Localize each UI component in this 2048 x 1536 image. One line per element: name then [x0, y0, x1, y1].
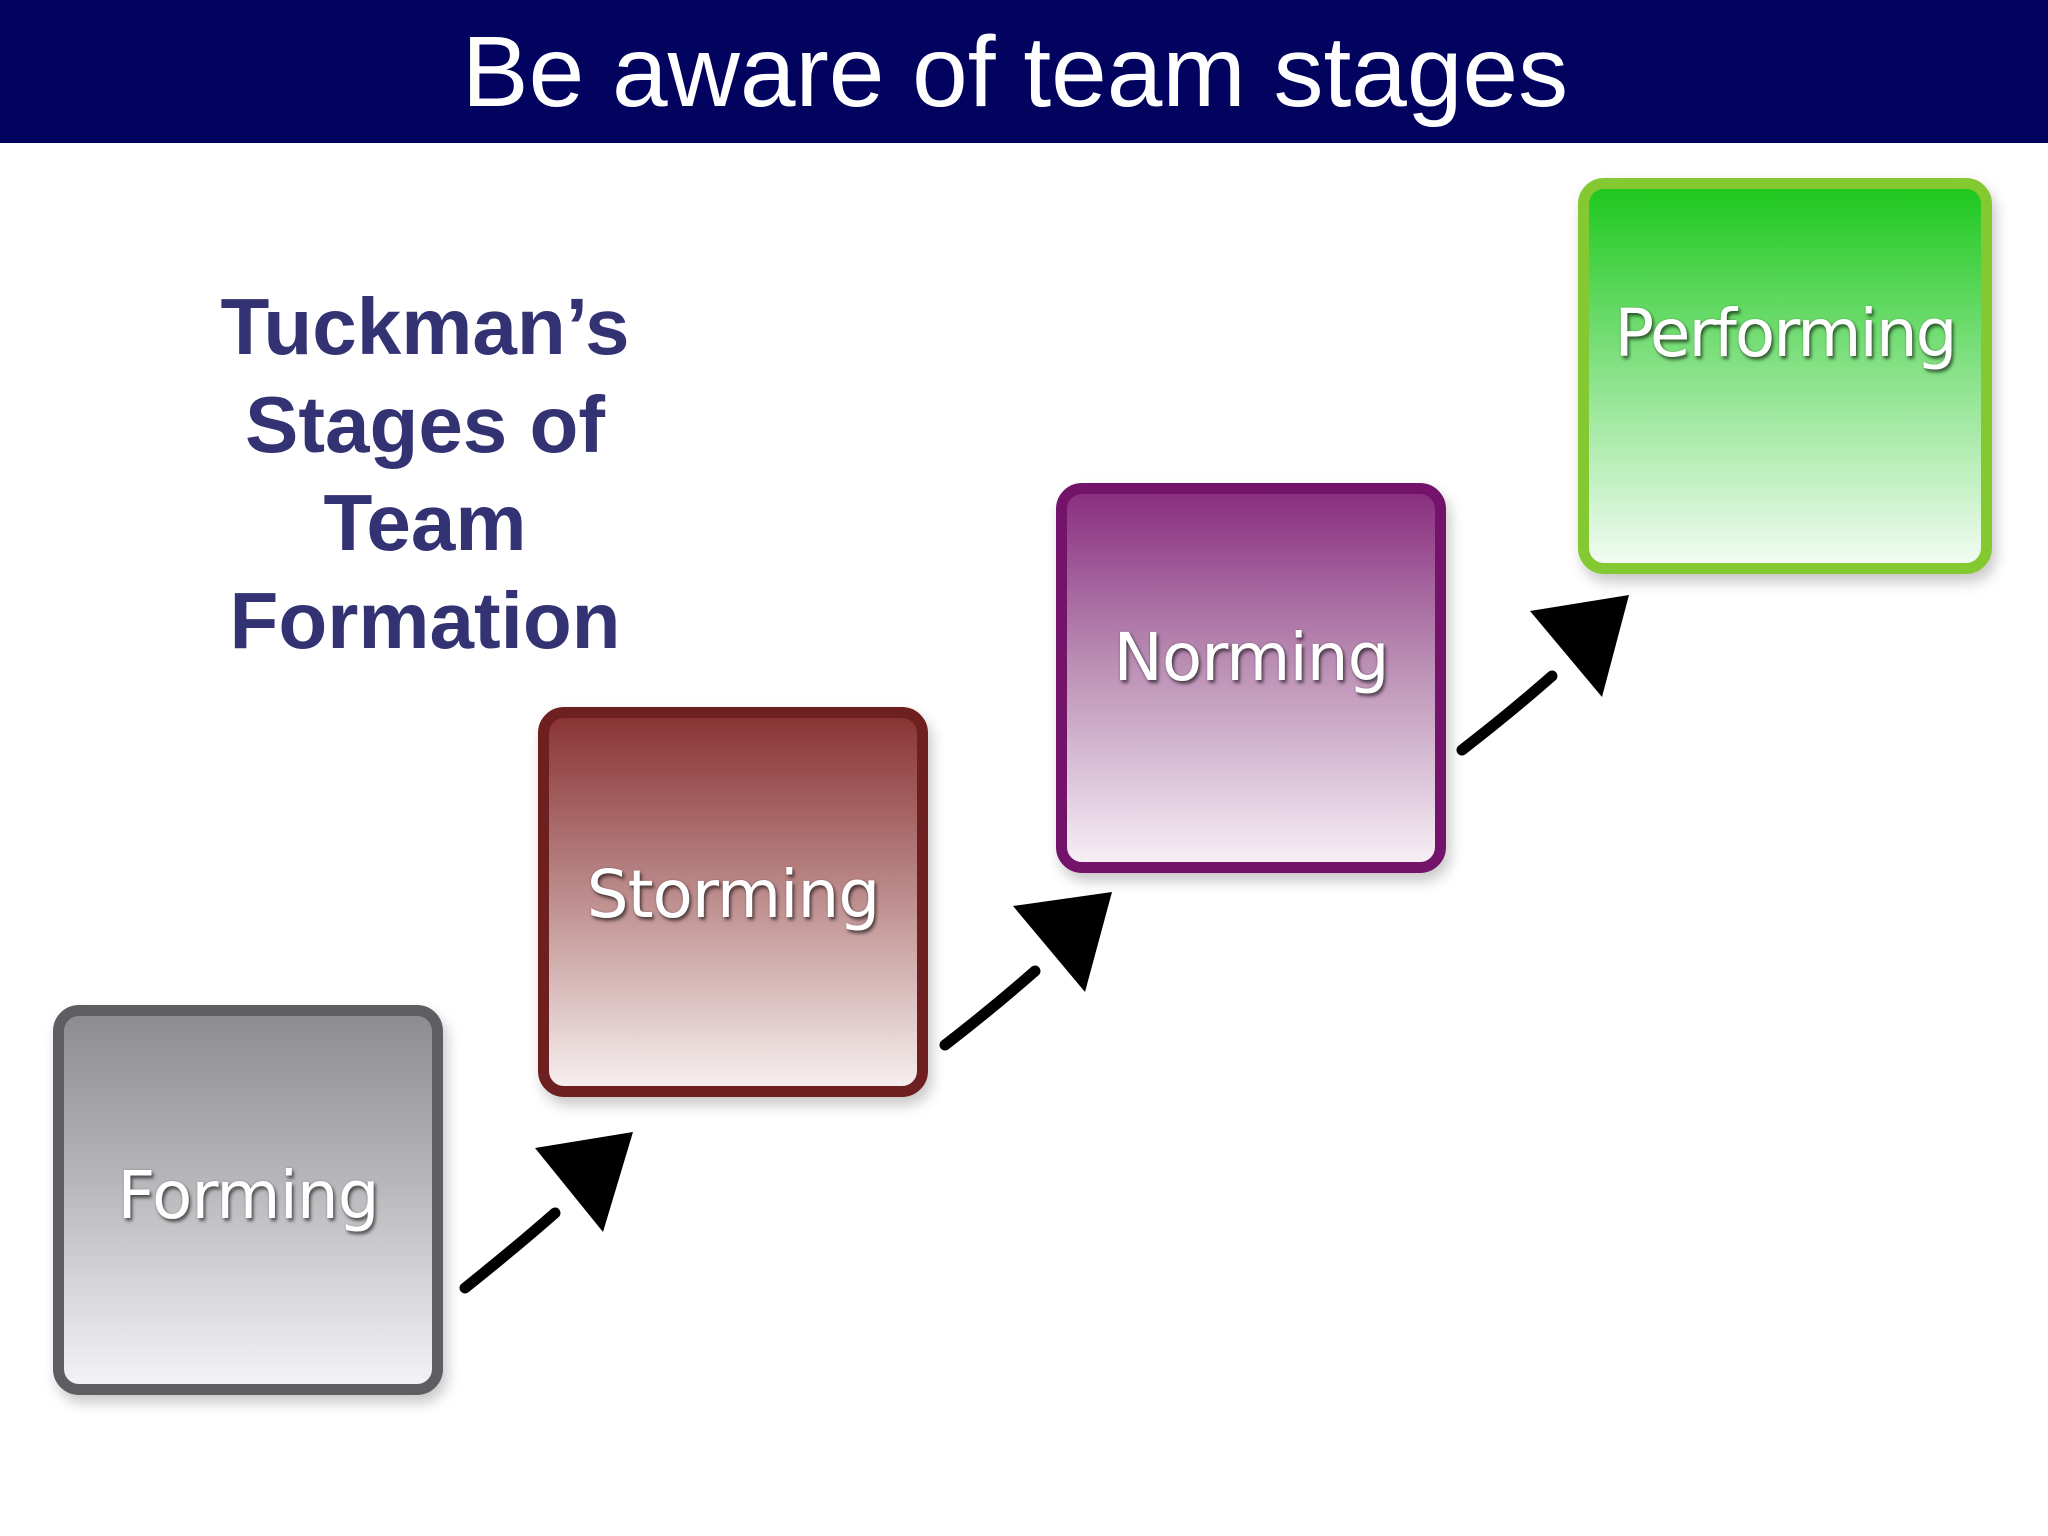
diagram-heading-line: Team — [323, 478, 527, 567]
title-bar: Be aware of team stages — [0, 0, 2048, 143]
stage-label-storming: Storming — [586, 855, 880, 933]
slide-title: Be aware of team stages — [461, 15, 1569, 128]
stage-box-forming: Forming — [53, 1005, 443, 1395]
stage-box-storming: Storming — [538, 707, 928, 1097]
stage-box-performing: Performing — [1578, 178, 1992, 574]
diagram-heading-line: Formation — [229, 576, 621, 665]
stage-label-performing: Performing — [1614, 294, 1957, 372]
arrow-icon — [1456, 595, 1629, 756]
stage-label-norming: Norming — [1113, 618, 1389, 696]
diagram-heading-line: Tuckman’s — [220, 282, 630, 371]
arrow-icon — [939, 892, 1112, 1051]
diagram-heading-line: Stages of — [244, 380, 606, 469]
diagram-heading: Tuckman’s Stages of Team Formation — [178, 278, 672, 670]
stage-box-norming: Norming — [1056, 483, 1446, 873]
stage-label-forming: Forming — [117, 1156, 379, 1234]
arrow-icon — [459, 1132, 633, 1294]
